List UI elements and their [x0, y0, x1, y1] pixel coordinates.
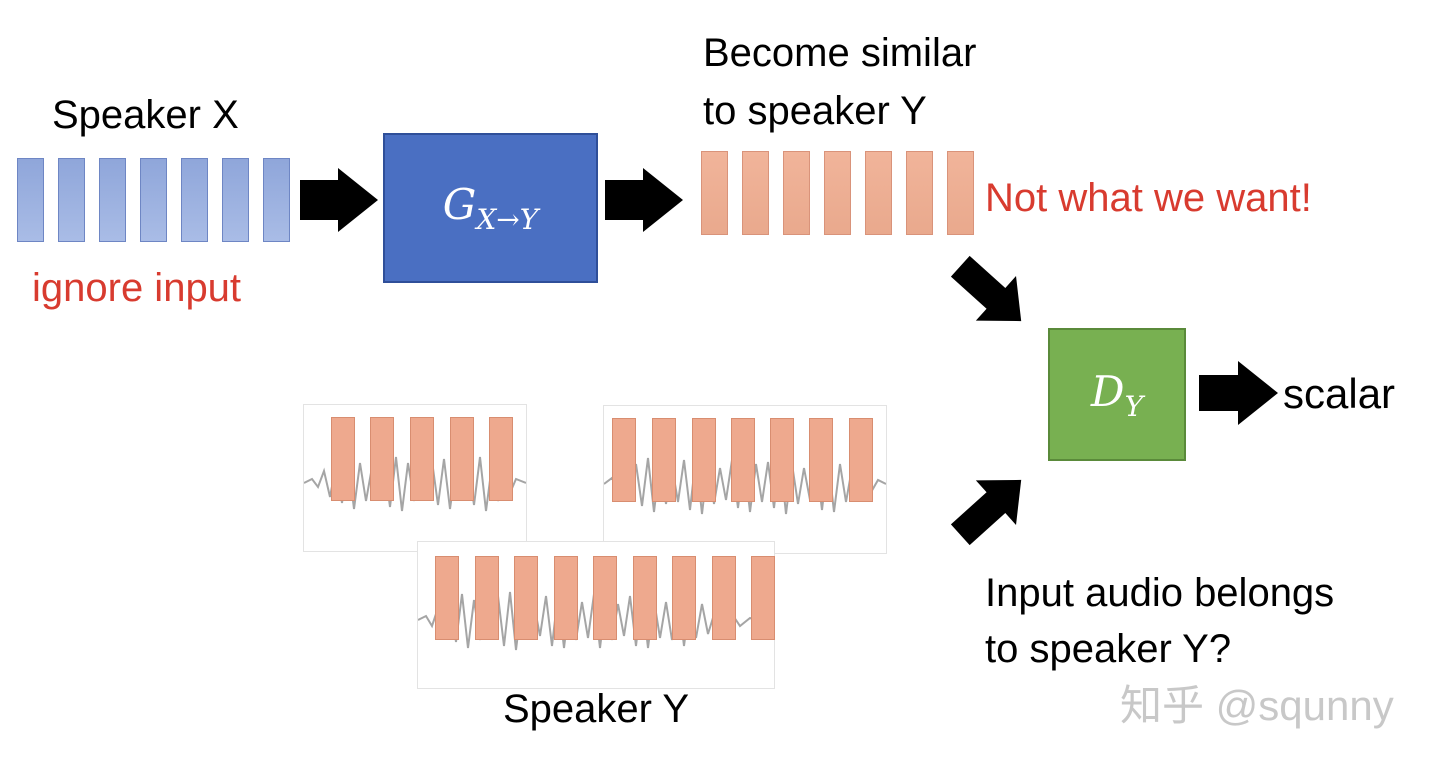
speaker-y-label: Speaker Y [503, 687, 690, 731]
frame [849, 418, 873, 502]
generator-symbol: GX→Y [442, 180, 539, 236]
frame [742, 151, 769, 235]
frame [701, 151, 728, 235]
frame [181, 158, 208, 242]
frame [593, 556, 617, 640]
frame [222, 158, 249, 242]
discriminator-symbol: DY [1090, 366, 1144, 423]
frame [751, 556, 775, 640]
frame [99, 158, 126, 242]
frame [435, 556, 459, 640]
arrow-right-icon [1199, 361, 1278, 425]
waveform-panel [417, 541, 775, 689]
frame [712, 556, 736, 640]
frame [652, 418, 676, 502]
frame [906, 151, 933, 235]
frame [489, 417, 513, 501]
frame [809, 418, 833, 502]
waveform-panel [303, 404, 527, 552]
frame [263, 158, 290, 242]
watermark: 知乎 @squnny [1120, 682, 1394, 729]
frame [450, 417, 474, 501]
frame [331, 417, 355, 501]
ignore-input-label: ignore input [32, 266, 242, 310]
speaker-x-frames [17, 158, 290, 242]
frame [17, 158, 44, 242]
arrow-diagonal-icon [950, 479, 1022, 546]
frame [633, 556, 657, 640]
frame [612, 418, 636, 502]
frame [947, 151, 974, 235]
waveform-panel [603, 405, 887, 554]
frame [824, 151, 851, 235]
arrow-right-icon [605, 168, 683, 232]
frame [731, 418, 755, 502]
frame [672, 556, 696, 640]
frame [770, 418, 794, 502]
frame [783, 151, 810, 235]
become-similar-label: Become similar to speaker Y [703, 31, 977, 133]
frame [58, 158, 85, 242]
frame [370, 417, 394, 501]
question-label: Input audio belongs to speaker Y? [985, 571, 1335, 671]
arrow-right-icon [300, 168, 378, 232]
frame [410, 417, 434, 501]
converted-frames [701, 151, 974, 235]
frame [140, 158, 167, 242]
frame [514, 556, 538, 640]
frame [692, 418, 716, 502]
frame [475, 556, 499, 640]
scalar-label: scalar [1283, 370, 1396, 417]
frame [865, 151, 892, 235]
speaker-x-label: Speaker X [52, 93, 239, 137]
discriminator-box: DY [1048, 328, 1186, 461]
generator-box: GX→Y [383, 133, 598, 283]
arrow-diagonal-icon [950, 255, 1022, 322]
frame [554, 556, 578, 640]
waveform [304, 456, 526, 512]
not-what-we-want-label: Not what we want! [985, 176, 1312, 220]
